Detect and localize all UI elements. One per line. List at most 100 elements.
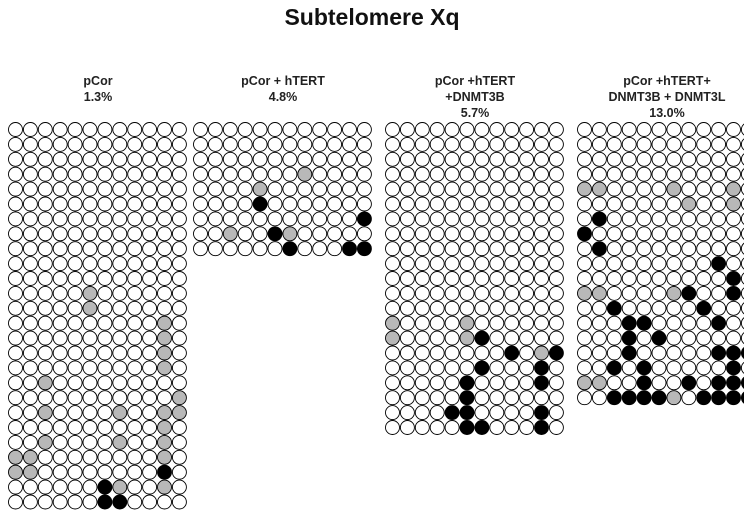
cpg-unmethylated: [327, 241, 343, 257]
cpg-methylated: [726, 375, 741, 391]
cpg-unmethylated: [519, 241, 535, 257]
cpg-unmethylated: [171, 345, 187, 361]
cpg-unmethylated: [97, 285, 113, 301]
cpg-unmethylated: [267, 181, 283, 197]
cpg-unmethylated: [97, 122, 113, 137]
cpg-unmethylated: [681, 151, 697, 167]
cpg-unmethylated: [112, 211, 128, 227]
cpg-unmethylated: [112, 345, 128, 361]
cpg-unmethylated: [636, 330, 652, 346]
cpg-unmethylated: [52, 136, 68, 152]
cpg-unmethylated: [52, 479, 68, 495]
cpg-methylated: [112, 494, 128, 510]
cpg-methylated: [740, 346, 744, 360]
cpg-unmethylated: [414, 136, 430, 152]
cpg-unmethylated: [534, 241, 549, 257]
cpg-unmethylated: [82, 256, 98, 272]
cpg-unmethylated: [444, 211, 460, 227]
cpg-unmethylated: [740, 361, 744, 374]
cpg-unmethylated: [577, 122, 592, 137]
cpg-unmethylated: [519, 345, 535, 361]
cpg-methylated: [711, 390, 727, 406]
cpg-unmethylated: [52, 151, 68, 167]
cpg-unmethylated: [606, 241, 622, 257]
cpg-unmethylated: [142, 226, 158, 242]
cpg-unmethylated: [127, 390, 143, 406]
cpg-unmethylated: [606, 166, 622, 182]
cpg-unmethylated: [399, 390, 415, 406]
cpg-unmethylated: [342, 226, 357, 242]
cpg-unmethylated: [8, 211, 23, 227]
cpg-unmethylated: [37, 315, 53, 331]
cpg-unmethylated: [414, 360, 430, 376]
cpg-unmethylated: [157, 181, 172, 197]
cpg-unmethylated: [444, 226, 460, 242]
cpg-unmethylated: [740, 197, 744, 211]
cpg-unmethylated: [726, 256, 741, 272]
cpg-unmethylated: [157, 256, 172, 272]
cpg-unmethylated: [327, 181, 343, 197]
cpg-unmethylated: [282, 122, 298, 137]
cpg-unmethylated: [489, 300, 505, 316]
cpg-unmethylated: [312, 122, 328, 137]
cpg-unmethylated: [312, 181, 328, 197]
cpg-methylated: [474, 420, 490, 435]
cpg-unmethylated: [504, 300, 520, 316]
cpg-partial: [459, 330, 475, 346]
cpg-unmethylated: [342, 151, 357, 167]
cpg-unmethylated: [237, 122, 253, 137]
cpg-unmethylated: [22, 181, 38, 197]
cpg-unmethylated: [112, 420, 128, 435]
cpg-unmethylated: [489, 181, 505, 197]
cpg-unmethylated: [534, 271, 549, 286]
cpg-unmethylated: [207, 151, 223, 167]
cpg-unmethylated: [504, 122, 520, 137]
cpg-unmethylated: [171, 166, 187, 182]
cpg-unmethylated: [577, 211, 592, 227]
cpg-unmethylated: [312, 241, 328, 257]
cpg-unmethylated: [459, 271, 475, 286]
cpg-unmethylated: [22, 211, 38, 227]
cpg-unmethylated: [459, 226, 475, 242]
cpg-unmethylated: [621, 360, 637, 376]
cpg-unmethylated: [429, 315, 445, 331]
cpg-unmethylated: [52, 360, 68, 376]
cpg-unmethylated: [142, 181, 158, 197]
cpg-unmethylated: [282, 151, 298, 167]
cpg-unmethylated: [740, 317, 744, 330]
cpg-unmethylated: [127, 434, 143, 450]
cpg-unmethylated: [429, 360, 445, 376]
cpg-unmethylated: [621, 241, 637, 257]
cpg-unmethylated: [651, 300, 667, 316]
cpg-unmethylated: [696, 136, 712, 152]
cpg-unmethylated: [157, 136, 172, 152]
cpg-unmethylated: [666, 345, 682, 361]
cpg-unmethylated: [459, 151, 475, 167]
cpg-unmethylated: [67, 271, 83, 286]
cpg-unmethylated: [37, 464, 53, 480]
cpg-methylated: [356, 211, 372, 227]
cpg-unmethylated: [489, 360, 505, 376]
cpg-unmethylated: [651, 136, 667, 152]
cpg-partial: [157, 405, 172, 421]
cpg-partial: [82, 300, 98, 316]
cpg-methylated: [651, 390, 667, 406]
cpg-unmethylated: [636, 345, 652, 361]
cpg-unmethylated: [127, 420, 143, 435]
cpg-unmethylated: [666, 256, 682, 272]
cpg-unmethylated: [548, 405, 564, 421]
cpg-partial: [591, 181, 607, 197]
cpg-unmethylated: [414, 420, 430, 435]
cpg-methylated: [651, 330, 667, 346]
cpg-partial: [726, 181, 741, 197]
cpg-unmethylated: [82, 211, 98, 227]
cpg-unmethylated: [37, 196, 53, 212]
cpg-unmethylated: [37, 166, 53, 182]
cpg-unmethylated: [67, 390, 83, 406]
cpg-unmethylated: [666, 300, 682, 316]
cpg-methylated: [534, 420, 549, 435]
cpg-unmethylated: [429, 405, 445, 421]
cpg-unmethylated: [489, 196, 505, 212]
